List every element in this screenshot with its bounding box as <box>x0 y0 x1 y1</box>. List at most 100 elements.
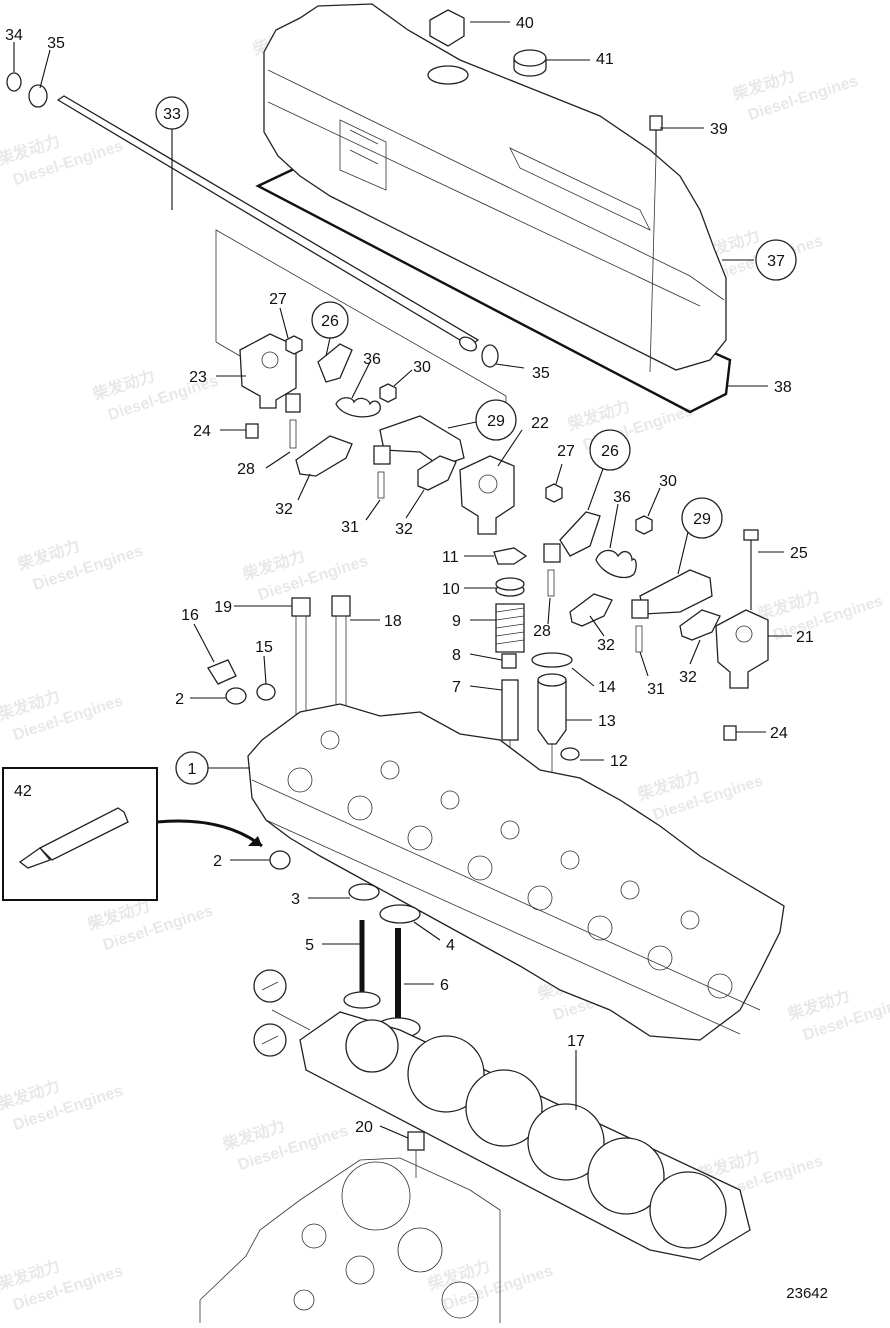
sleeve-2a <box>225 687 247 705</box>
callout-34: 34 <box>5 27 23 44</box>
valve-bridge-32b <box>417 455 457 491</box>
callout-6: 6 <box>440 977 449 994</box>
sleeve-2b <box>269 850 291 870</box>
callout-38: 38 <box>774 379 792 396</box>
valve-bridge-32a <box>295 435 353 477</box>
callout-22: 22 <box>531 415 549 432</box>
callout-20: 20 <box>355 1119 373 1136</box>
callout-32: 32 <box>275 501 293 518</box>
callout-10: 10 <box>442 581 460 598</box>
callout-37: 37 <box>767 253 785 270</box>
sealant-inset-box <box>2 767 263 901</box>
callout-ring-26 <box>311 301 349 339</box>
rocker-arm-29a <box>373 415 465 499</box>
rocker-arm-29b <box>631 569 713 653</box>
nut-27a <box>285 335 303 355</box>
callout-28: 28 <box>533 623 551 640</box>
callout-36: 36 <box>363 351 381 368</box>
circlip-35b <box>481 344 499 368</box>
engine-block-partial <box>199 1157 501 1323</box>
callout-11: 11 <box>442 549 459 566</box>
callout-36: 36 <box>613 489 631 506</box>
callout-ring-29 <box>475 399 517 441</box>
o-ring-14 <box>531 652 573 668</box>
callout-40: 40 <box>516 15 534 32</box>
cylinder-head-gasket <box>299 1011 751 1261</box>
rocker-bracket-23 <box>239 333 297 409</box>
spacer-spring-36a <box>335 397 381 418</box>
valve-cover <box>255 3 732 414</box>
callout-7: 7 <box>452 679 461 696</box>
valve-bridge-32d <box>679 609 721 641</box>
callout-16: 16 <box>181 607 199 624</box>
callout-39: 39 <box>710 121 728 138</box>
callout-28: 28 <box>237 461 255 478</box>
callout-32: 32 <box>679 669 697 686</box>
cylinder-head-bolt-18 <box>331 595 351 713</box>
callout-18: 18 <box>384 613 402 630</box>
circlip-35a <box>28 84 48 108</box>
adjusting-screw-24a <box>245 423 259 439</box>
callout-1: 1 <box>188 761 197 778</box>
rocker-bracket-22 <box>459 455 515 535</box>
circlip-34 <box>6 72 22 92</box>
rocker-bracket-21 <box>715 609 769 689</box>
plug-16 <box>207 659 237 685</box>
adjusting-screw-24b <box>723 725 737 741</box>
callout-30: 30 <box>659 473 677 490</box>
callout-31: 31 <box>647 681 665 698</box>
callout-17: 17 <box>567 1033 585 1050</box>
cylinder-head <box>247 703 785 1041</box>
callout-33: 33 <box>163 106 181 123</box>
oil-filler-cap <box>429 9 465 47</box>
rocker-arm-26b <box>543 511 601 597</box>
callout-32: 32 <box>395 521 413 538</box>
callout-ring-26 <box>589 429 631 471</box>
rocker-arm-26a <box>317 343 353 383</box>
seal-ring-15 <box>256 683 276 701</box>
valve-spring-9 <box>495 603 525 653</box>
callout-3: 3 <box>291 891 300 908</box>
callout-32: 32 <box>597 637 615 654</box>
callout-26: 26 <box>321 313 339 330</box>
rocker-shaft <box>56 95 480 352</box>
callout-27: 27 <box>269 291 287 308</box>
callout-42: 42 <box>14 783 32 800</box>
callout-35-right: 35 <box>532 365 550 382</box>
valve-cover-gasket <box>255 166 732 414</box>
callout-5: 5 <box>305 937 314 954</box>
callout-25: 25 <box>790 545 808 562</box>
valve-5 <box>343 920 381 1009</box>
callout-21: 21 <box>796 629 814 646</box>
callout-4: 4 <box>446 937 455 954</box>
cylinder-head-bolt-19 <box>291 597 311 717</box>
thickness-indicator <box>253 969 311 1057</box>
callout-24: 24 <box>193 423 211 440</box>
callout-13: 13 <box>598 713 616 730</box>
callout-24: 24 <box>770 725 788 742</box>
callout-ring-1 <box>175 751 209 785</box>
callout-2: 2 <box>213 853 222 870</box>
callout-9: 9 <box>452 613 461 630</box>
spacer-spring-36b <box>595 549 637 579</box>
callout-30: 30 <box>413 359 431 376</box>
cover-bolt <box>649 115 663 373</box>
callout-8: 8 <box>452 647 461 664</box>
sealant-tube-icon <box>38 807 129 861</box>
callout-ring-29 <box>681 497 723 539</box>
callout-29: 29 <box>487 413 505 430</box>
callout-12: 12 <box>610 753 628 770</box>
drawing-number: 23642 <box>786 1285 828 1302</box>
callout-19: 19 <box>214 599 232 616</box>
valve-6 <box>375 928 421 1039</box>
callout-labels: 34 35 33 40 41 39 37 38 35 27 26 23 36 3… <box>5 15 814 1136</box>
breather-cap <box>513 49 547 77</box>
spring-retainer-10 <box>495 577 525 597</box>
callout-29: 29 <box>693 511 711 528</box>
callout-26: 26 <box>601 443 619 460</box>
callout-27: 27 <box>557 443 575 460</box>
nut-30a <box>379 383 397 403</box>
callout-2: 2 <box>175 691 184 708</box>
callout-35: 35 <box>47 35 65 52</box>
